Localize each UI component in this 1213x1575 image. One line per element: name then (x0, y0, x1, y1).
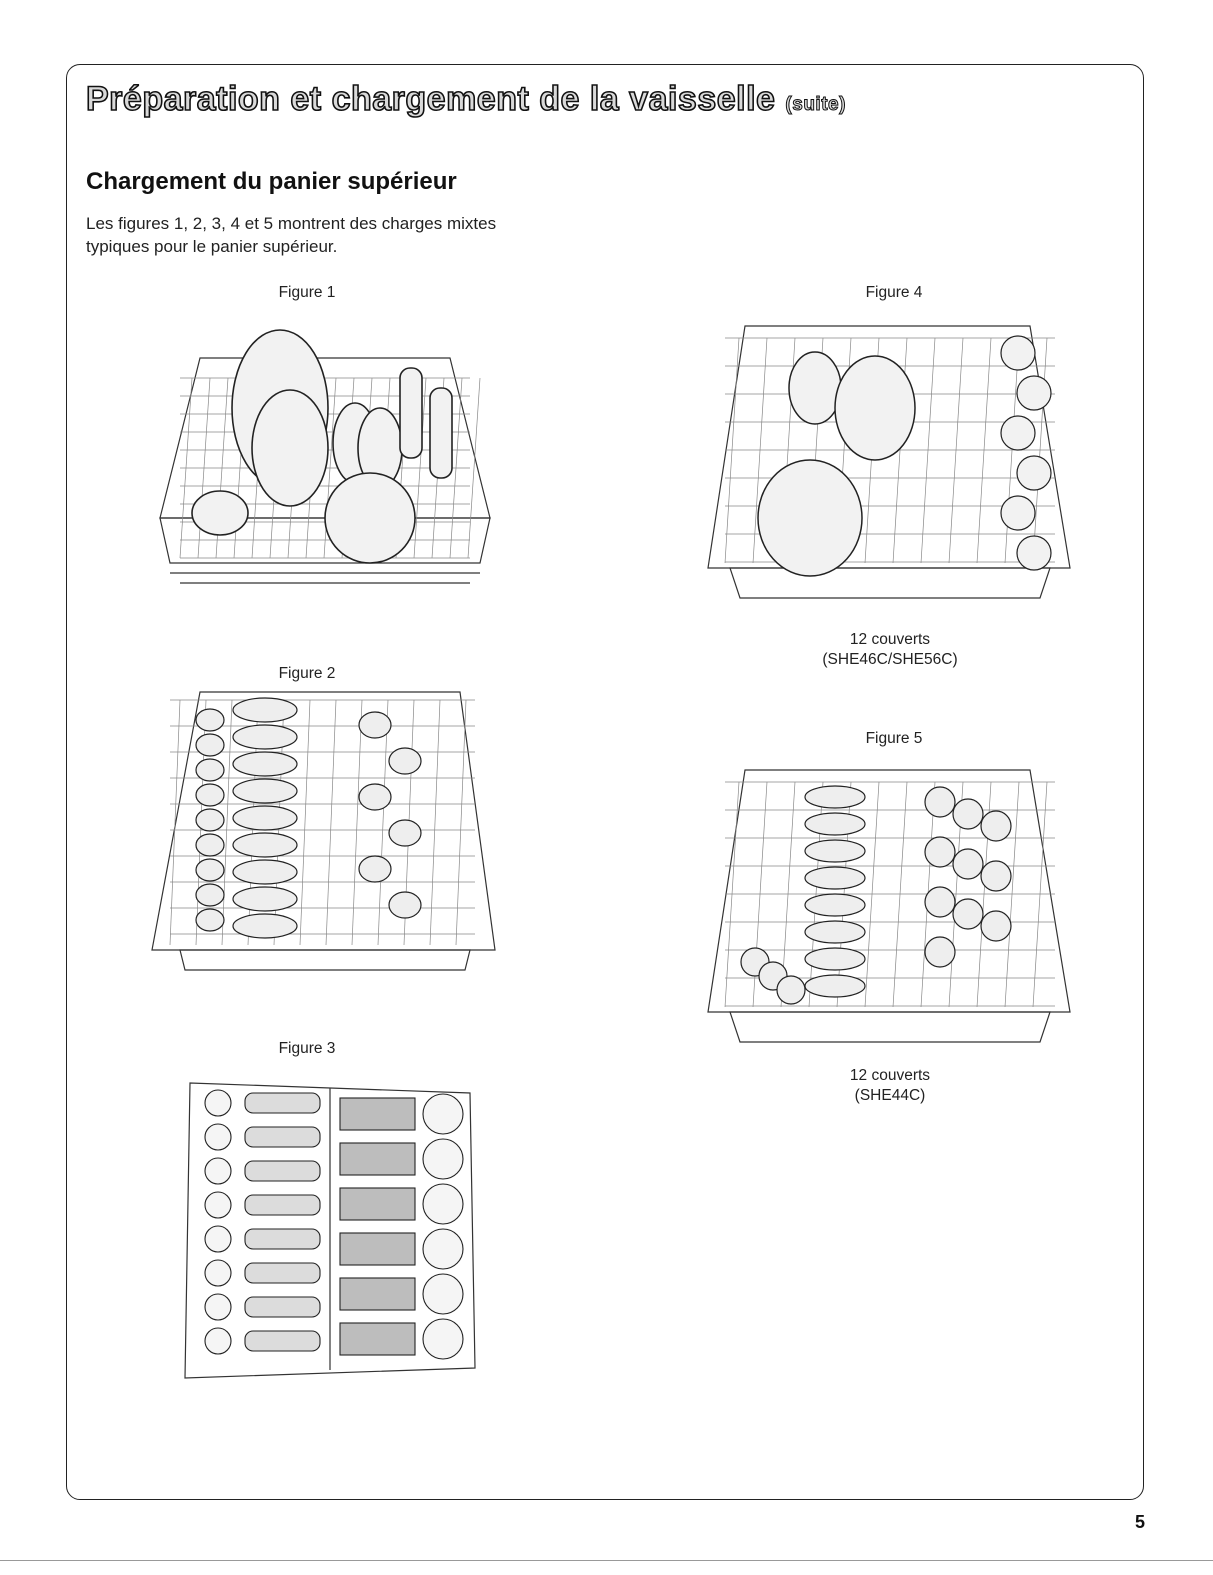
figure-1-illustration (140, 318, 508, 612)
figure-5-caption: 12 couverts (SHE44C) (850, 1066, 930, 1106)
figure-4-caption-line-1: 12 couverts (822, 630, 957, 650)
section-heading: Chargement du panier supérieur (86, 168, 457, 196)
figure-4-illustration (700, 318, 1078, 610)
figure-4-rack-drawing (700, 318, 1078, 610)
figure-4-caption: 12 couverts (SHE46C/SHE56C) (822, 630, 957, 670)
figure-1-rack-drawing (140, 318, 508, 612)
page-number: 5 (1135, 1512, 1145, 1533)
bottom-divider (0, 1560, 1213, 1561)
page-title-suffix: (suite) (785, 94, 846, 115)
page-title-text: Préparation et chargement de la vaissell… (86, 80, 775, 118)
figure-3-label: Figure 3 (279, 1040, 336, 1058)
figure-5-illustration (700, 762, 1078, 1054)
figure-2-rack-drawing (140, 680, 505, 986)
figure-5-rack-drawing (700, 762, 1078, 1054)
page-title: Préparation et chargement de la vaissell… (86, 80, 846, 119)
intro-paragraph: Les figures 1, 2, 3, 4 et 5 montrent des… (86, 212, 556, 258)
figure-5-caption-line-2: (SHE44C) (850, 1086, 930, 1106)
figure-4-caption-line-2: (SHE46C/SHE56C) (822, 650, 957, 670)
figure-5-caption-line-1: 12 couverts (850, 1066, 930, 1086)
figure-2-illustration (140, 680, 505, 986)
figure-4-label: Figure 4 (866, 284, 923, 302)
figure-5-label: Figure 5 (866, 730, 923, 748)
figure-3-illustration (160, 1078, 480, 1390)
figure-3-rack-drawing (160, 1078, 480, 1390)
figure-1-label: Figure 1 (279, 284, 336, 302)
